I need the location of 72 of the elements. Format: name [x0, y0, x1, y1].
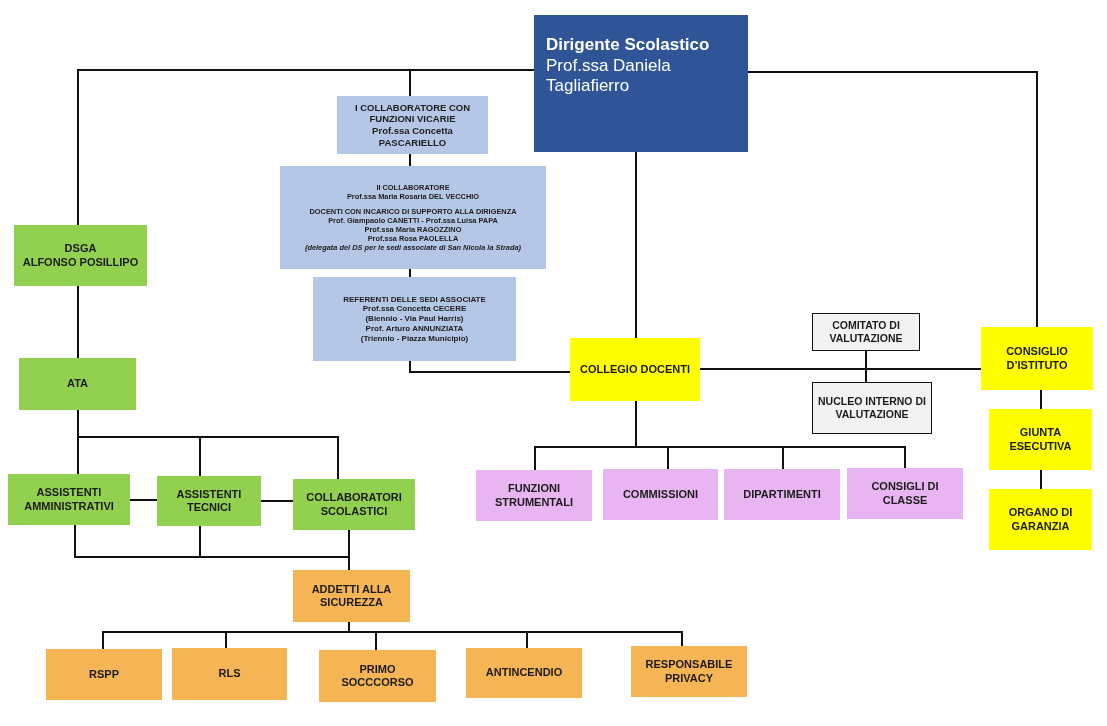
unit-label: RLS: [218, 667, 241, 681]
connector-line: [699, 368, 982, 370]
unit-label: CONSIGLI DI CLASSE: [870, 480, 940, 507]
org-unit-box: [989, 489, 1092, 550]
connector-line: [1040, 469, 1042, 490]
org-unit-box: [293, 570, 410, 622]
person-name: Prof.ssa Daniela Tagliafierro: [546, 55, 672, 98]
unit-label: FUNZIONI STRUMENTALI: [494, 482, 574, 509]
location-note: (Triennio - Piazza Municipio): [360, 333, 469, 344]
unit-label: RSPP: [89, 667, 119, 682]
connector-line: [77, 409, 339, 480]
org-unit-box: [466, 648, 582, 698]
org-unit-box: [476, 470, 592, 521]
unit-label: ASSISTENTI AMMINISTRATIVI: [23, 486, 115, 513]
org-unit-box: [293, 479, 415, 530]
org-unit-box: [157, 476, 261, 526]
unit-label: COMMISSIONI: [622, 487, 699, 502]
org-unit-box: [847, 468, 963, 519]
connector-line: [348, 621, 683, 647]
connector-line: [129, 499, 158, 501]
person-name: ALFONSO POSILLIPO: [22, 255, 139, 269]
org-unit-box: [14, 225, 147, 286]
location-note: (Biennio - Via Paul Harris): [365, 314, 464, 324]
role-title: REFERENTI DELLE SEDI ASSOCIATE: [343, 294, 486, 305]
role-title: Dirigente Scolastico: [546, 35, 710, 56]
role-title: I COLLABORATORE CON FUNZIONI VICARIE: [353, 101, 472, 125]
org-unit-box: [570, 338, 700, 401]
connector-line: [77, 285, 79, 359]
unit-label: PRIMO SOCCCORSO: [340, 662, 415, 690]
unit-label: COMITATO DI VALUTAZIONE: [828, 319, 904, 345]
connector-line: [747, 71, 1038, 328]
org-unit-box: [631, 646, 747, 697]
org-unit-box: [337, 96, 488, 154]
org-unit-box: [46, 649, 162, 700]
connector-line: [409, 153, 411, 167]
unit-label: ASSISTENTI TECNICI: [175, 487, 243, 515]
org-unit-box: [19, 358, 136, 410]
connector-line: [409, 268, 411, 278]
connector-line: [865, 350, 867, 383]
connector-line: [1040, 389, 1042, 410]
unit-label: DIPARTIMENTI: [743, 487, 821, 502]
unit-label: ATA: [67, 377, 88, 391]
org-unit-box: [989, 409, 1092, 470]
unit-label: ORGANO DI GARANZIA: [1007, 506, 1074, 533]
unit-label: ANTINCENDIO: [485, 666, 563, 680]
org-unit-box: [981, 327, 1093, 390]
unit-label: COLLEGIO DOCENTI: [580, 362, 690, 377]
connector-line: [260, 500, 294, 502]
org-unit-box: [280, 166, 546, 269]
org-unit-box: [172, 648, 287, 700]
org-unit-box: [812, 313, 920, 351]
unit-label: CONSIGLIO D’ISTITUTO: [1005, 345, 1069, 372]
connector-line: [635, 400, 906, 469]
unit-label: GIUNTA ESECUTIVA: [1008, 426, 1073, 453]
unit-label: NUCLEO INTERNO DI VALUTAZIONE: [817, 395, 927, 421]
connector-line: [409, 360, 571, 373]
connector-line: [348, 529, 350, 571]
role-title: DSGA: [64, 242, 97, 256]
person-name: Prof.ssa Concetta PASCARIELLO: [371, 125, 454, 149]
org-unit-box: [534, 15, 748, 152]
unit-label: COLLABORATORI SCOLASTICI: [305, 491, 403, 518]
org-unit-box: [724, 469, 840, 520]
unit-label: RESPONSABILE PRIVACY: [644, 658, 734, 685]
unit-label: ADDETTI ALLA SICUREZZA: [310, 582, 393, 610]
org-unit-box: [8, 474, 130, 525]
person-name: Prof.ssa Concetta CECERE: [362, 304, 467, 315]
org-unit-box: [313, 277, 516, 361]
org-unit-box: [319, 650, 436, 702]
org-unit-box: [603, 469, 718, 520]
connector-line: [635, 151, 637, 339]
person-name: Prof. Arturo ANNUNZIATA: [365, 323, 464, 334]
org-unit-box: [812, 382, 932, 434]
